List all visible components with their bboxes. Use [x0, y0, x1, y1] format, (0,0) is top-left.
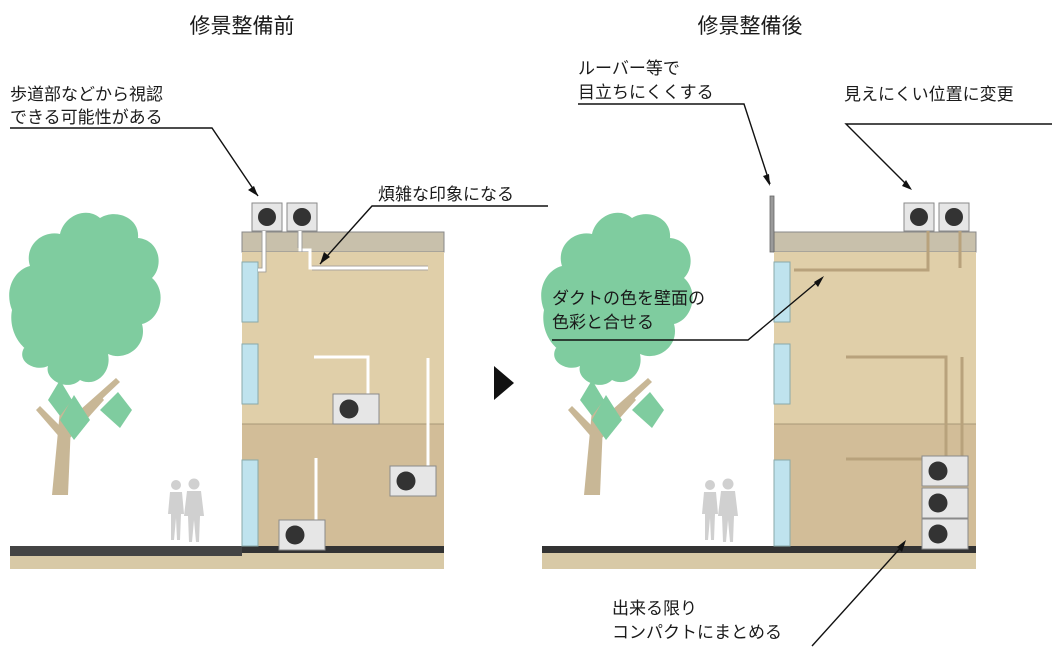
before-title: 修景整備前 — [190, 14, 295, 38]
before-wall-ac-unit — [332, 393, 380, 425]
after-callout-compact-line1: 出来る限り — [612, 599, 697, 619]
before-callout-visible-line1: 歩道部などから視認 — [10, 85, 163, 105]
after-ground-band — [542, 553, 976, 569]
before-sidewalk-strip — [10, 546, 242, 556]
after-stacked-ac-unit — [921, 518, 969, 550]
before-window — [241, 343, 259, 405]
after-callout-louver-line2: 目立ちにくくする — [578, 83, 714, 103]
after-callout-duct-line1: ダクトの色を壁面の — [552, 289, 705, 309]
before-ground-ac-unit — [278, 519, 326, 551]
before-window — [241, 459, 259, 547]
after-stacked-ac-unit — [921, 487, 969, 519]
arrowhead-icon — [248, 186, 258, 196]
after-roof-ac-unit — [938, 202, 970, 232]
arrowhead-icon — [897, 540, 906, 552]
after-callout-relocate-leader — [844, 123, 1052, 189]
before-roof-ac-unit — [251, 202, 283, 232]
before-callout-visible-leader — [10, 127, 259, 197]
after-window — [773, 343, 791, 405]
before-ducts — [258, 231, 430, 522]
play-arrow-icon — [494, 366, 514, 400]
after-callout-relocate: 見えにくい位置に変更 — [844, 85, 1014, 105]
after-callout-duct-line2: 色彩と合せる — [552, 313, 654, 333]
after-ducts — [794, 231, 964, 461]
after-callout-compact-leader — [811, 543, 905, 647]
before-callout-complex: 煩雑な印象になる — [378, 185, 514, 205]
after-roof-ac-unit — [903, 202, 935, 232]
after-callout-duct-leader — [552, 277, 823, 341]
after-ground-line — [542, 546, 976, 553]
after-louver — [769, 195, 775, 253]
before-parapet — [241, 231, 445, 253]
after-title: 修景整備後 — [698, 14, 803, 38]
after-parapet — [773, 231, 977, 253]
after-callout-louver-line1: ルーバー等で — [578, 59, 680, 79]
arrowhead-icon — [320, 252, 330, 264]
after-callout-compact-line2: コンパクトにまとめる — [612, 623, 782, 643]
after-wall-upper — [774, 252, 976, 424]
after-scene: 修景整備後 ルーバー等で 目立ちにくくする — [541, 14, 1052, 647]
after-window — [773, 261, 791, 323]
before-scene: 修景整備前 — [9, 14, 548, 569]
before-ducts-outline — [258, 231, 428, 273]
arrowhead-icon — [763, 174, 770, 186]
arrowhead-icon — [902, 180, 912, 190]
before-ground-band — [10, 553, 444, 569]
before-pedestrians-icon — [168, 478, 204, 542]
after-pedestrians-icon — [702, 478, 738, 542]
after-tree — [541, 212, 693, 495]
before-callout-complex-leader — [319, 205, 548, 265]
after-window — [773, 459, 791, 547]
before-wall-ac-unit — [389, 465, 437, 497]
before-callout-visible-line2: できる可能性がある — [10, 108, 163, 128]
before-tree — [9, 212, 161, 495]
after-callout-louver-leader — [578, 103, 771, 185]
after-stacked-ac-unit — [921, 455, 969, 487]
before-roof-ac-unit — [286, 202, 318, 232]
before-window — [241, 261, 259, 323]
arrowhead-icon — [814, 276, 824, 287]
